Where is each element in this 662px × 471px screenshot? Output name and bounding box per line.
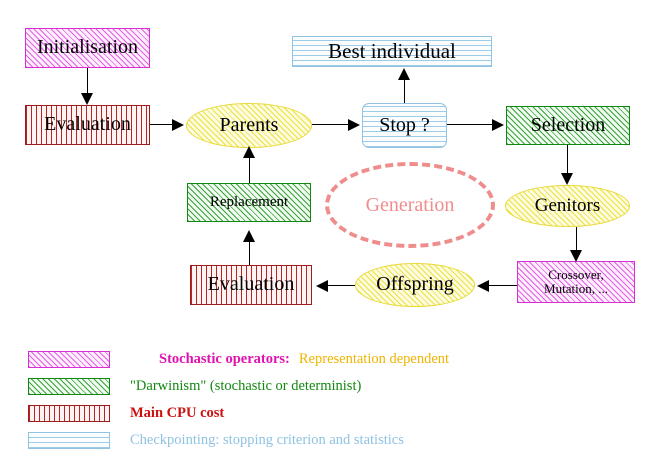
edge-genitors-to-operators-arrowhead xyxy=(570,250,582,262)
node-initialisation-label: Initialisation xyxy=(36,36,139,59)
node-evaluation-top-label: Evaluation xyxy=(44,113,131,136)
edge-genitors-to-operators xyxy=(576,227,578,257)
edge-evaluation-to-parents-arrowhead xyxy=(172,119,184,131)
node-offspring-label: Offspring xyxy=(376,273,454,296)
edge-initialisation-to-evaluation-arrowhead xyxy=(81,93,93,105)
edge-parents-to-stop-arrowhead xyxy=(348,119,360,131)
node-evaluation-top[interactable]: Evaluation xyxy=(25,105,150,145)
node-initialisation[interactable]: Initialisation xyxy=(25,28,150,68)
node-generation: Generation xyxy=(325,162,495,248)
node-operators[interactable]: Crossover, Mutation, ... xyxy=(517,261,635,303)
node-generation-label: Generation xyxy=(365,193,455,216)
legend-label-stochastic-operators: Stochastic operators: xyxy=(159,351,290,367)
edge-offspring-to-evaluation xyxy=(326,285,355,287)
edge-operators-to-offspring-arrowhead xyxy=(477,280,489,292)
edge-evaluation-to-replacement-arrowhead xyxy=(243,230,255,242)
legend-label-main-cpu-cost: Main CPU cost xyxy=(130,405,225,421)
edge-selection-to-genitors-arrowhead xyxy=(561,173,573,185)
legend-row: Stochastic operators: Representation depe… xyxy=(28,346,449,373)
node-parents[interactable]: Parents xyxy=(186,103,312,148)
node-parents-label: Parents xyxy=(219,113,279,136)
edge-stop-to-selection-arrowhead xyxy=(492,119,504,131)
edge-selection-to-genitors xyxy=(567,145,569,177)
node-selection-label: Selection xyxy=(530,113,606,136)
node-selection[interactable]: Selection xyxy=(506,106,630,145)
node-evaluation-bottom[interactable]: Evaluation xyxy=(190,265,312,305)
node-replacement[interactable]: Replacement xyxy=(187,183,311,222)
edge-evaluation-to-replacement xyxy=(249,232,251,265)
legend: Stochastic operators: Representation depe… xyxy=(28,346,449,454)
node-replacement-label: Replacement xyxy=(209,194,289,211)
legend-swatch-darwinism-icon xyxy=(28,378,110,395)
edge-stop-to-selection xyxy=(447,124,495,126)
edge-replacement-to-parents-arrowhead xyxy=(243,146,255,158)
legend-label-checkpointing: Checkpointing: stopping criterion and st… xyxy=(130,432,404,448)
legend-row: Checkpointing: stopping criterion and st… xyxy=(28,427,449,454)
node-best-individual-label: Best individual xyxy=(328,39,456,64)
node-evaluation-bottom-label: Evaluation xyxy=(207,273,295,296)
legend-row: "Darwinism" (stochastic or determinist) xyxy=(28,373,449,400)
legend-swatch-stochastic-operators-icon xyxy=(28,351,110,368)
node-stop[interactable]: Stop ? xyxy=(362,103,447,148)
legend-swatch-checkpointing-icon xyxy=(28,432,110,449)
node-operators-label: Crossover, Mutation, ... xyxy=(544,266,608,296)
legend-label-darwinism: "Darwinism" (stochastic or determinist) xyxy=(130,378,362,394)
node-stop-label: Stop ? xyxy=(379,113,430,136)
edge-replacement-to-parents xyxy=(249,153,251,183)
edge-offspring-to-evaluation-arrowhead xyxy=(316,280,328,292)
edge-initialisation-to-evaluation xyxy=(87,68,89,97)
node-genitors[interactable]: Genitors xyxy=(505,185,630,227)
node-best-individual[interactable]: Best individual xyxy=(292,36,492,67)
node-genitors-label: Genitors xyxy=(534,194,601,216)
edge-stop-to-best-individual-arrowhead xyxy=(398,68,410,80)
legend-swatch-main-cpu-cost-icon xyxy=(28,405,110,422)
node-offspring[interactable]: Offspring xyxy=(355,263,475,307)
edge-stop-to-best-individual xyxy=(404,70,406,103)
legend-row: Main CPU cost xyxy=(28,400,449,427)
edge-parents-to-stop xyxy=(312,124,350,126)
legend-label-representation-dependent: Representation dependent xyxy=(298,351,450,367)
edge-operators-to-offspring xyxy=(487,285,517,287)
edge-evaluation-to-parents xyxy=(150,124,174,126)
